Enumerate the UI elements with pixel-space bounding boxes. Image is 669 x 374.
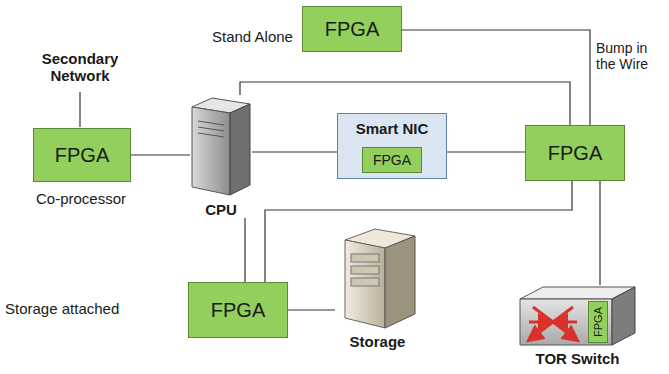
switch-icon: TOR SwitchFPGA [515,285,640,367]
icon-caption: Storage [315,333,440,350]
box-text: FPGA [325,18,379,41]
box-text: FPGA [211,299,265,322]
fpga-box: FPGA [302,6,402,52]
cpu-icon: CPU [190,95,252,218]
placement-label: Bump in the Wire [596,40,662,72]
connector-line [244,218,245,282]
fpga-box: FPGA [525,125,625,181]
box-text: FPGA [592,307,604,337]
connector-line [447,151,525,152]
connector-line [131,154,190,155]
connector-line [252,151,337,152]
leader-line [79,92,80,127]
fpga-box: FPGA [362,147,422,173]
network-label: Secondary Network [20,50,140,84]
box-text: FPGA [373,152,411,168]
fpga-box: FPGA [588,301,608,343]
fpga-box: FPGA [33,128,131,182]
box-text: FPGA [55,144,109,167]
icon-caption: CPU [170,201,272,218]
placement-label: Stand Alone [212,28,302,45]
connector-line [599,181,600,285]
connector-line [265,181,572,282]
connector-line [288,309,335,310]
storage-icon: Storage [335,226,420,350]
placement-label: Co-processor [36,190,146,207]
connector-line [402,30,590,125]
icon-caption: TOR Switch [495,350,660,367]
fpga-box: FPGA [188,282,288,338]
box-text: FPGA [548,142,602,165]
box-title: Smart NIC [338,120,446,137]
smart-nic-box: Smart NIC FPGA [337,113,447,179]
placement-label: Storage attached [5,300,135,317]
